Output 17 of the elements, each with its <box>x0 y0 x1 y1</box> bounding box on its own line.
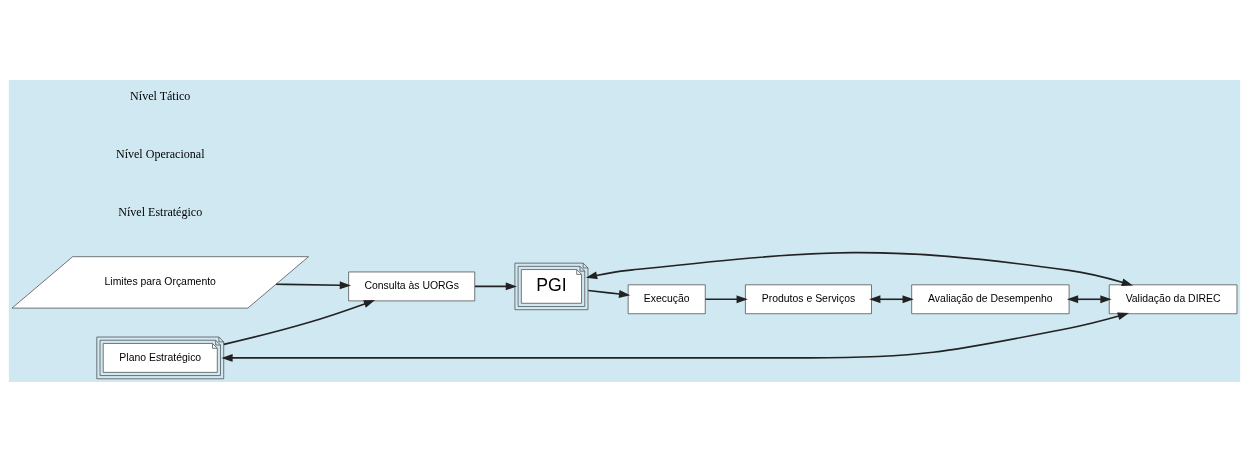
arrow <box>221 312 1130 362</box>
arrow <box>474 282 517 291</box>
arrow <box>1066 295 1112 304</box>
arrow <box>704 295 748 304</box>
node-box: Execução <box>627 284 706 315</box>
arrow <box>585 251 1133 287</box>
label: Nível Operacional <box>115 147 205 162</box>
node-box: Consulta às UORGs <box>348 271 476 302</box>
label: Nível Estratégico <box>118 205 203 220</box>
node-box: Validação da DIREC <box>1108 284 1238 315</box>
arrow <box>223 300 376 346</box>
node-box: Avaliação de Desempenho <box>911 284 1070 315</box>
label: Nível Tático <box>130 89 191 104</box>
arrow <box>869 295 914 304</box>
arrow <box>275 281 351 290</box>
node-box: Produtos e Serviços <box>745 284 872 315</box>
arrow <box>587 289 631 298</box>
